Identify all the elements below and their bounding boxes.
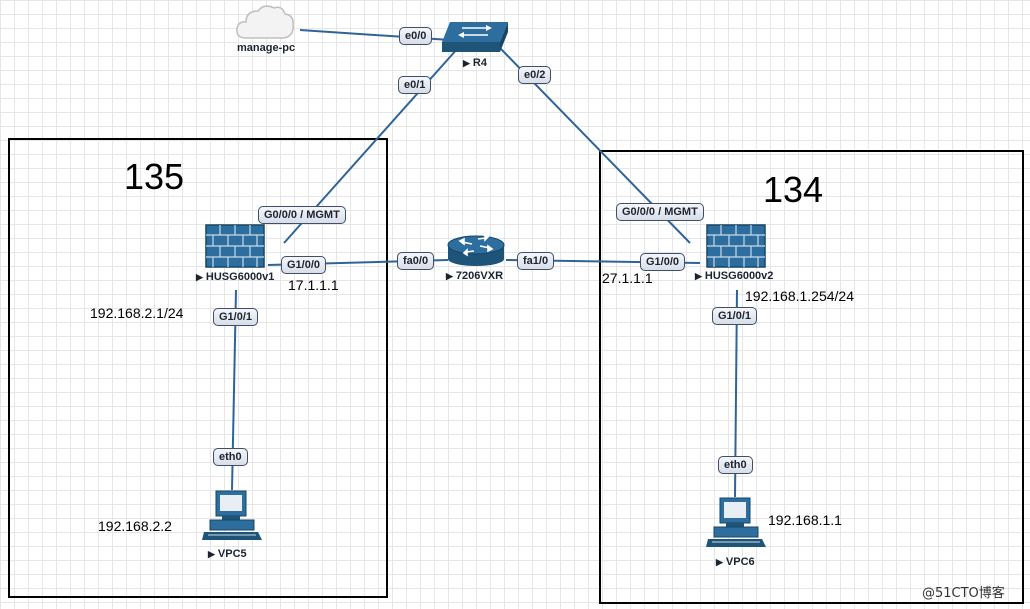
interface-r4-e0-1: e0/1 bbox=[398, 76, 432, 94]
interface-r4-e0-2: e0/2 bbox=[518, 66, 552, 84]
interface-r4-e0-0: e0/0 bbox=[399, 27, 433, 45]
device-marker: ▶ bbox=[463, 58, 470, 68]
interface-fw1-mgmt: G0/0/0 / MGMT bbox=[258, 206, 346, 224]
group-box-135 bbox=[8, 138, 388, 598]
firewall-icon[interactable] bbox=[205, 224, 267, 268]
group-label-135: 135 bbox=[124, 156, 185, 197]
interface-fw1-g1-0-1: G1/0/1 bbox=[213, 308, 259, 326]
device-label-vpc5: ▶VPC5 bbox=[208, 548, 247, 560]
device-label-husg6000v1: ▶HUSG6000v1 bbox=[196, 271, 275, 283]
watermark: @51CTO博客 bbox=[922, 586, 1005, 601]
ip-fw1-inside: 192.168.2.1/24 bbox=[90, 305, 184, 321]
firewall-icon[interactable] bbox=[706, 224, 768, 268]
router-icon[interactable] bbox=[446, 233, 508, 267]
interface-router-fa0-0: fa0/0 bbox=[397, 252, 435, 270]
ip-pc5: 192.168.2.2 bbox=[98, 518, 172, 534]
ip-fw2-outside: 27.1.1.1 bbox=[602, 270, 653, 286]
group-label-134: 134 bbox=[763, 169, 824, 210]
interface-fw2-g1-0-0: G1/0/0 bbox=[640, 253, 686, 271]
interface-router-fa1-0: fa1/0 bbox=[517, 252, 555, 270]
group-box-134 bbox=[599, 150, 1024, 604]
pc-icon[interactable] bbox=[706, 497, 768, 549]
device-label-husg6000v2: ▶HUSG6000v2 bbox=[695, 270, 774, 282]
device-label-vpc6: ▶VPC6 bbox=[716, 556, 755, 568]
ip-pc6: 192.168.1.1 bbox=[768, 512, 842, 528]
interface-pc6-eth0: eth0 bbox=[718, 456, 753, 474]
device-label-manage-pc: manage-pc bbox=[237, 42, 296, 54]
device-label-r4: ▶R4 bbox=[463, 57, 487, 69]
interface-fw2-mgmt: G0/0/0 / MGMT bbox=[616, 203, 704, 221]
switch-icon[interactable] bbox=[440, 20, 510, 54]
interface-fw1-g1-0-0: G1/0/0 bbox=[281, 256, 327, 274]
ip-fw1-outside: 17.1.1.1 bbox=[288, 277, 339, 293]
pc-icon[interactable] bbox=[202, 490, 264, 542]
interface-fw2-g1-0-1: G1/0/1 bbox=[712, 307, 758, 325]
device-label-7206vxr: ▶7206VXR bbox=[446, 270, 504, 282]
interface-pc5-eth0: eth0 bbox=[213, 448, 248, 466]
cloud-icon[interactable] bbox=[234, 2, 296, 42]
ip-fw2-inside: 192.168.1.254/24 bbox=[745, 288, 854, 304]
